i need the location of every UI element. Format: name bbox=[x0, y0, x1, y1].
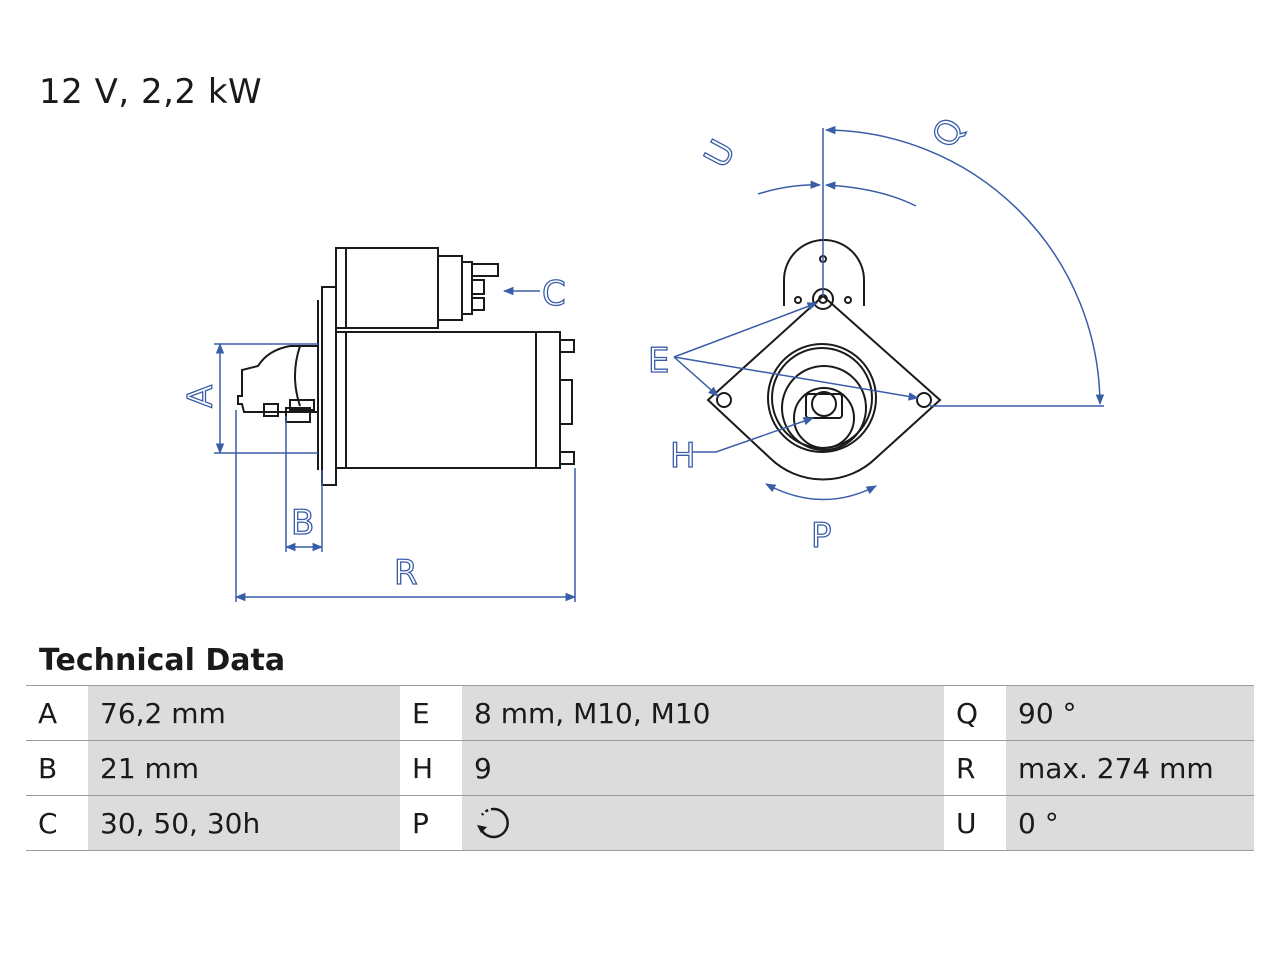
table-row: C 30, 50, 30h P U 0 ° bbox=[26, 795, 1254, 851]
spec-value: 8 mm, M10, M10 bbox=[462, 685, 944, 741]
starter-side-view bbox=[237, 247, 575, 486]
dim-label-b: B bbox=[291, 503, 314, 543]
table-row: A 76,2 mm E 8 mm, M10, M10 Q 90 ° bbox=[26, 685, 1254, 741]
spec-value: 9 bbox=[462, 740, 944, 796]
dim-label-a: A bbox=[181, 385, 221, 408]
rotation-direction-icon bbox=[477, 807, 509, 839]
table-row: B 21 mm H 9 R max. 274 mm bbox=[26, 740, 1254, 796]
technical-drawing: A B R C E H P Q U bbox=[180, 111, 1105, 602]
front-view-dimensions bbox=[673, 125, 1105, 501]
spec-value: 0 ° bbox=[1006, 795, 1254, 851]
spec-value: 90 ° bbox=[1006, 685, 1254, 741]
product-title: 12 V, 2,2 kW bbox=[39, 72, 263, 112]
spec-value: 30, 50, 30h bbox=[88, 795, 400, 851]
spec-value-rotation bbox=[462, 795, 944, 851]
spec-value: max. 274 mm bbox=[1006, 740, 1254, 796]
side-view-dimensions bbox=[214, 286, 577, 602]
spec-key: Q bbox=[944, 685, 1006, 741]
dim-label-c: C bbox=[542, 274, 566, 314]
spec-key: A bbox=[26, 685, 88, 741]
technical-data-heading: Technical Data bbox=[39, 643, 286, 678]
spec-key: R bbox=[944, 740, 1006, 796]
spec-key: C bbox=[26, 795, 88, 851]
spec-value: 21 mm bbox=[88, 740, 400, 796]
dim-label-q: Q bbox=[925, 112, 973, 154]
dim-label-u: U bbox=[697, 133, 744, 174]
dim-label-r: R bbox=[394, 553, 418, 593]
technical-data-table: A 76,2 mm E 8 mm, M10, M10 Q 90 ° B 21 m… bbox=[26, 685, 1254, 851]
dim-label-h: H bbox=[670, 436, 696, 476]
starter-front-view bbox=[706, 239, 942, 481]
spec-key: B bbox=[26, 740, 88, 796]
spec-value: 76,2 mm bbox=[88, 685, 400, 741]
spec-key: U bbox=[944, 795, 1006, 851]
spec-key: P bbox=[400, 795, 462, 851]
spec-key: E bbox=[400, 685, 462, 741]
dim-label-e: E bbox=[648, 341, 669, 381]
spec-key: H bbox=[400, 740, 462, 796]
dim-label-p: P bbox=[811, 516, 832, 556]
